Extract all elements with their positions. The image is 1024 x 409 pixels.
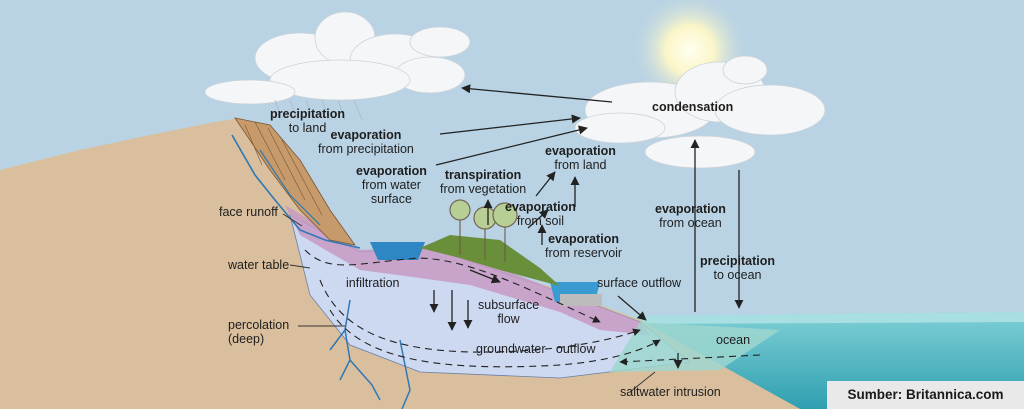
label-infiltration: infiltration [346, 276, 400, 290]
label-water-table: water table [228, 258, 290, 272]
label-precipitation-to-ocean: precipitation to ocean [700, 254, 776, 282]
label-subsurface-flow: subsurface flow [478, 298, 540, 326]
label-evaporation-from-land: evaporation from land [545, 144, 616, 172]
label-ocean: ocean [716, 333, 751, 347]
cloud-left [204, 11, 471, 105]
arrow-subsurface [469, 269, 501, 284]
percolation-streams [329, 299, 411, 409]
label-evaporation-from-precipitation: evaporation from precipitation [318, 128, 414, 156]
label-evaporation-from-water-surface: evaporation from water surface [356, 164, 427, 206]
label-face-runoff: face runoff [219, 205, 278, 219]
saltwater-wedge [610, 322, 780, 372]
label-evaporation-from-soil: evaporation from soil [505, 200, 576, 228]
arrow-evap-soil [527, 209, 549, 229]
arrow-evap-water [435, 125, 588, 166]
label-precipitation-to-land: precipitation to land [270, 107, 346, 135]
arrow-cloud-to-cloud [461, 84, 613, 103]
label-surface-outflow: surface outflow [597, 276, 682, 290]
label-evaporation-from-reservoir: evaporation from reservoir [545, 232, 623, 260]
dam [560, 294, 602, 306]
label-groundwater-outflow: groundwater outflow [476, 342, 596, 356]
cloud-right [574, 55, 826, 169]
label-evaporation-from-ocean: evaporation from ocean [655, 202, 726, 230]
lake [370, 242, 425, 260]
arrow-evap-precip [439, 114, 581, 135]
arrow-surface-outflow [617, 295, 647, 321]
vegetation [420, 235, 560, 286]
source-credit: Sumber: Britannica.com [827, 381, 1024, 409]
arrow-transpiration [535, 171, 556, 197]
label-transpiration: transpiration from vegetation [440, 168, 527, 196]
label-condensation: condensation [652, 100, 734, 114]
label-saltwater-intrusion: saltwater intrusion [620, 385, 721, 399]
rock-face [234, 117, 356, 246]
label-percolation: percolation (deep) [228, 318, 290, 346]
